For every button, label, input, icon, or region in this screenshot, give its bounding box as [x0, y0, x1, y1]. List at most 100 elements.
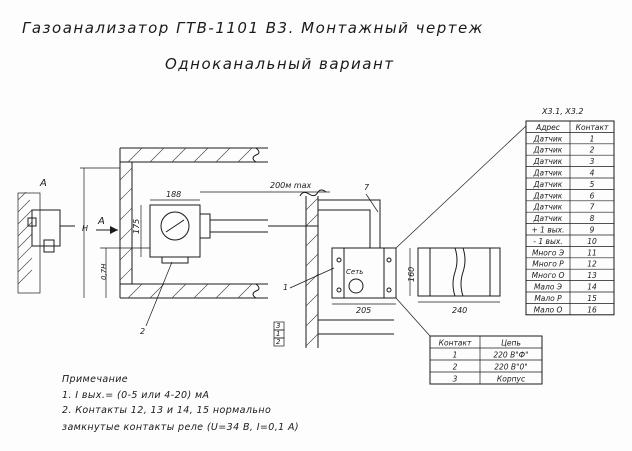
terminal-2: 2 — [276, 338, 281, 346]
callout-1-leader — [289, 267, 335, 289]
wall-break-bottom — [252, 283, 260, 299]
view-a-mount — [27, 217, 37, 227]
control-wall-hatch — [305, 197, 319, 347]
sensor-dial — [160, 211, 190, 241]
table-cell: - 1 вых. — [533, 237, 562, 246]
table-cell: 1 — [453, 351, 458, 360]
callout-2: 2 — [140, 327, 145, 336]
notes-heading: Примечание — [62, 374, 128, 385]
view-a-hatch — [17, 191, 33, 285]
cable-run: 200м max — [200, 181, 330, 227]
callout-7: 7 — [364, 183, 370, 192]
table-cell: 12 — [587, 260, 597, 269]
dim-175-label: 175 — [132, 219, 141, 234]
sensor-wall: А — [96, 147, 268, 299]
sensor-dial-needle — [165, 219, 185, 233]
notes-line-2: 2. Контакты 12, 13 и 14, 15 нормально — [62, 405, 271, 416]
table-cell: 3 — [590, 157, 595, 166]
table-cell: Датчик — [533, 214, 563, 223]
control-wall: Сеть 205 — [299, 189, 397, 348]
side-box-break — [452, 247, 458, 297]
table-cell: Мало Р — [534, 294, 562, 303]
table-cell: Датчик — [533, 146, 563, 155]
table-cell: 8 — [590, 214, 595, 223]
control-box-knob — [348, 278, 364, 294]
table-cell: 9 — [590, 226, 595, 235]
callout-7-leader — [365, 193, 379, 213]
table-cell: 10 — [587, 237, 597, 246]
dim-07h-label: 0,7Н — [100, 263, 108, 280]
table-cell: 3 — [453, 375, 458, 384]
screw-icon — [336, 257, 342, 263]
table-cell: 16 — [587, 305, 597, 314]
table-cell: 15 — [587, 294, 597, 303]
table-cell: Датчик — [533, 169, 563, 178]
view-a-sensor-body — [31, 209, 61, 247]
arrow-a-label: А — [97, 216, 105, 227]
table-header-cell: Адрес — [535, 123, 561, 132]
sensor-dimensions: 188 175 Н 0,7Н — [80, 167, 200, 298]
control-box — [331, 247, 397, 299]
table-header-cell: Контакт — [439, 339, 472, 348]
table-cell: Датчик — [533, 180, 563, 189]
table-cell: 13 — [587, 271, 597, 280]
circuit-table-leader — [395, 297, 431, 337]
table-cell: Много Э — [532, 248, 565, 257]
table-cell: 5 — [590, 180, 595, 189]
table-cell: 14 — [587, 283, 597, 292]
callout-1: 1 — [283, 283, 288, 292]
terminal-3: 3 — [276, 322, 280, 330]
terminal-2-box — [273, 337, 285, 347]
table-cell: 1 — [590, 134, 595, 143]
wall-break-top — [252, 147, 260, 163]
wall-hatch — [119, 147, 253, 299]
screw-icon — [386, 287, 392, 293]
table-cell: Датчик — [533, 157, 563, 166]
table-cell: + 1 вых. — [532, 226, 565, 235]
notes: Примечание 1. I вых.= (0-5 или 4-20) мА … — [62, 374, 299, 433]
dim-160-label: 160 — [407, 267, 416, 282]
table-cell: Датчик — [533, 134, 563, 143]
table-cell: 11 — [587, 248, 597, 257]
side-box: 160 240 — [407, 247, 501, 315]
table-cell: 2 — [453, 363, 458, 372]
terminal-1: 1 — [276, 330, 280, 338]
view-a: А — [17, 178, 75, 294]
view-a-gland — [43, 239, 55, 253]
screw-icon — [386, 257, 392, 263]
drawing-title: Газоанализатор ГТВ-1101 В3. Монтажный че… — [22, 19, 484, 37]
table-cell: 220 В"Ф" — [493, 351, 528, 360]
terminal-stack: 3 1 2 — [273, 321, 285, 347]
dim-200-label: 200м max — [270, 181, 312, 190]
connector-header: Х3.1, Х3.2 — [541, 107, 584, 116]
table-cell: Много Р — [532, 260, 564, 269]
table-cell: Датчик — [533, 191, 563, 200]
table-cell: Датчик — [533, 203, 563, 212]
pipe-lower — [318, 199, 381, 248]
table-cell: 6 — [590, 191, 595, 200]
sensor-housing — [149, 204, 201, 258]
table-cell: Мало О — [534, 305, 563, 314]
table-cell: 4 — [590, 169, 595, 178]
notes-line-3: замкнутые контакты реле (U=34 В, I=0,1 А… — [62, 422, 299, 433]
dim-h-label: Н — [82, 224, 88, 233]
table-cell: 7 — [590, 203, 595, 212]
screw-icon — [336, 287, 342, 293]
table-cell: 220 В"0" — [494, 363, 528, 372]
sensor-gland — [199, 213, 211, 239]
dim-188-label: 188 — [166, 190, 181, 199]
notes-line-1: 1. I вых.= (0-5 или 4-20) мА — [62, 390, 209, 401]
table-cell: Много О — [532, 271, 565, 280]
network-label: Сеть — [346, 268, 363, 276]
table-cell: 2 — [590, 146, 595, 155]
pipe-upper — [318, 209, 371, 248]
table-header-cell: Цепь — [501, 339, 521, 348]
callout-2-leader — [145, 261, 173, 327]
arrow-a-head — [110, 226, 118, 234]
table-cell: Мало Э — [534, 283, 563, 292]
dim-240-label: 240 — [452, 306, 467, 315]
table-header-cell: Контакт — [576, 123, 609, 132]
view-a-label: А — [39, 178, 47, 189]
